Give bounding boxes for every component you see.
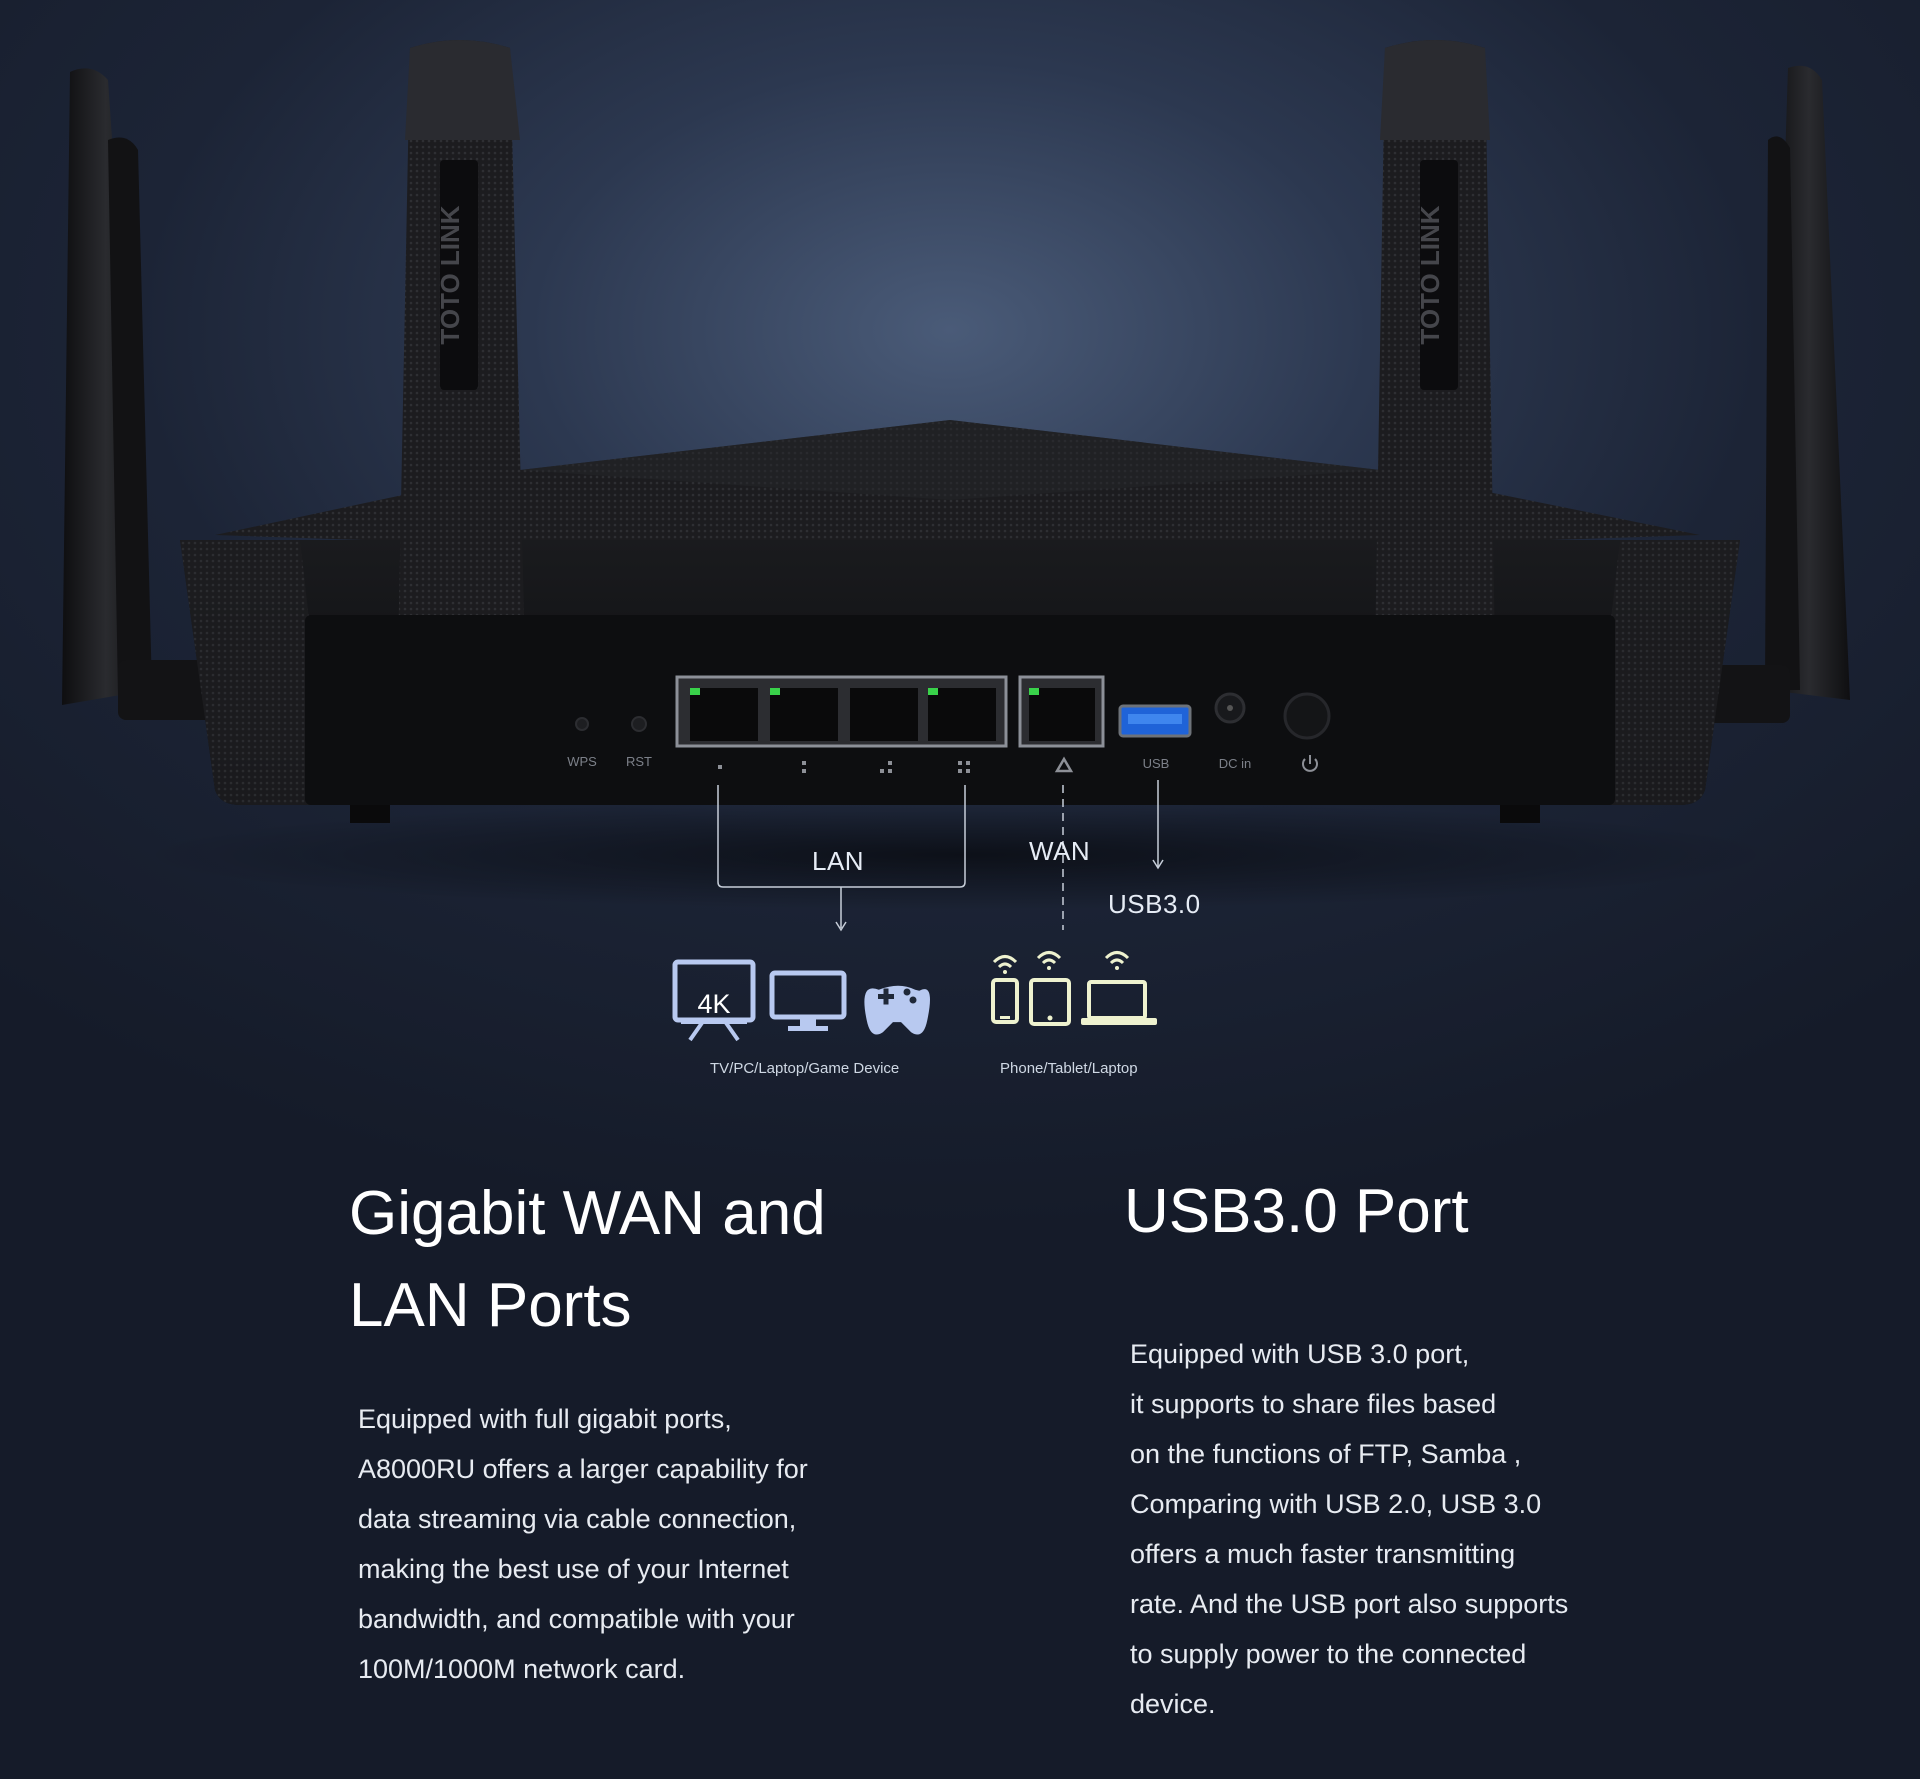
feature-wan-lan-body: Equipped with full gigabit ports, A8000R…	[358, 1394, 808, 1694]
dc-in-label: DC in	[1219, 756, 1252, 771]
wps-label: WPS	[567, 754, 597, 769]
body-line: data streaming via cable connection,	[358, 1504, 797, 1534]
connection-lines	[717, 780, 1164, 932]
body-line: 100M/1000M network card.	[358, 1654, 686, 1684]
feature-usb-body: Equipped with USB 3.0 port, it supports …	[1130, 1329, 1568, 1729]
tablet-icon	[1029, 978, 1071, 1026]
power-icon	[1302, 755, 1318, 772]
back-panel: WPS RST	[305, 615, 1615, 805]
laptop-icon	[1081, 980, 1157, 1025]
wan-port[interactable]	[1029, 688, 1095, 741]
body-line: Equipped with full gigabit ports,	[358, 1404, 732, 1434]
router-illustration: TOTO LINK TOTO LINK WPS RST	[62, 40, 1850, 1042]
usb-port[interactable]	[1118, 704, 1192, 738]
power-button[interactable]	[1283, 692, 1331, 740]
body-line: bandwidth, and compatible with your	[358, 1604, 795, 1634]
body-line: A8000RU offers a larger capability for	[358, 1454, 808, 1484]
wifi-icon	[992, 951, 1130, 974]
body-line: offers a much faster transmitting	[1130, 1539, 1516, 1569]
feature-usb-heading: USB3.0 Port	[1124, 1177, 1469, 1246]
heading-line: LAN Ports	[349, 1271, 632, 1340]
lan-port-4[interactable]	[928, 688, 996, 741]
lan-label: LAN	[812, 846, 865, 876]
usb-panel-label: USB	[1143, 756, 1170, 771]
wan-symbol-icon	[1054, 756, 1074, 773]
gamepad-icon	[864, 985, 930, 1035]
heading-line: Gigabit WAN and	[349, 1179, 826, 1248]
tv-4k-badge: 4K	[697, 989, 730, 1019]
body-line: making the best use of your Internet	[358, 1554, 789, 1584]
phone-icon	[991, 978, 1019, 1024]
body-line: it supports to share files based	[1130, 1389, 1497, 1419]
router-roof	[215, 420, 1700, 560]
lan-port-number-marks	[718, 761, 970, 773]
wps-button[interactable]	[575, 717, 589, 731]
rst-button[interactable]	[631, 716, 647, 732]
wired-devices-caption: TV/PC/Laptop/Game Device	[710, 1060, 900, 1077]
lan-port-2[interactable]	[770, 688, 838, 741]
body-line: device.	[1130, 1689, 1216, 1719]
antenna-brand-text: TOTO LINK	[1415, 205, 1445, 344]
tv-4k-icon: 4K	[672, 959, 756, 1042]
body-line: on the functions of FTP, Samba ,	[1130, 1439, 1522, 1469]
body-line: to supply power to the connected	[1130, 1639, 1527, 1669]
usb30-label: USB3.0	[1108, 889, 1201, 919]
feature-wan-lan-heading: Gigabit WAN and LAN Ports	[349, 1168, 826, 1352]
lan-port-1[interactable]	[690, 688, 758, 741]
body-line: rate. And the USB port also supports	[1130, 1589, 1569, 1619]
body-line: Comparing with USB 2.0, USB 3.0	[1130, 1489, 1542, 1519]
body-line: Equipped with USB 3.0 port,	[1130, 1339, 1470, 1369]
antenna-brand-text: TOTO LINK	[435, 205, 465, 344]
rst-label: RST	[626, 754, 652, 769]
monitor-icon	[769, 970, 847, 1031]
wan-label: WAN	[1029, 836, 1091, 866]
wireless-devices-caption: Phone/Tablet/Laptop	[1000, 1060, 1138, 1077]
lan-port-3[interactable]	[850, 688, 918, 741]
